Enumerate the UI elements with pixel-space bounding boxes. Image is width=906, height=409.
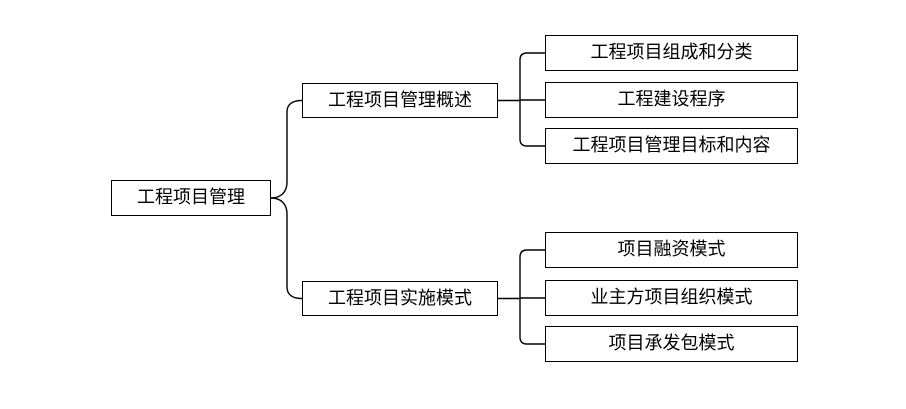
branch-node-implementation: 工程项目实施模式 <box>302 281 498 316</box>
branch1-bracket <box>519 249 545 345</box>
leaf-node: 工程项目管理目标和内容 <box>545 128 798 164</box>
branch-node-label: 工程项目实施模式 <box>328 287 472 309</box>
leaf-node: 项目承发包模式 <box>545 326 798 362</box>
leaf-node: 业主方项目组织模式 <box>545 280 798 316</box>
root-brace-upper <box>270 99 303 199</box>
leaf-node-label: 项目承发包模式 <box>608 333 735 354</box>
leaf-node: 工程建设程序 <box>545 82 798 118</box>
leaf-node-label: 工程项目管理目标和内容 <box>572 135 771 156</box>
branch-node-overview: 工程项目管理概述 <box>302 83 498 118</box>
root-node: 工程项目管理 <box>111 180 271 216</box>
leaf-node-label: 工程项目组成和分类 <box>590 42 753 63</box>
leaf-node-label: 项目融资模式 <box>617 239 726 260</box>
leaf-node-label: 业主方项目组织模式 <box>590 287 753 308</box>
leaf-node: 项目融资模式 <box>545 232 798 268</box>
leaf-node-label: 工程建设程序 <box>617 89 726 110</box>
root-brace-lower <box>270 197 303 300</box>
root-node-label: 工程项目管理 <box>137 187 245 208</box>
leaf-node: 工程项目组成和分类 <box>545 35 798 71</box>
branch-node-label: 工程项目管理概述 <box>328 89 472 111</box>
